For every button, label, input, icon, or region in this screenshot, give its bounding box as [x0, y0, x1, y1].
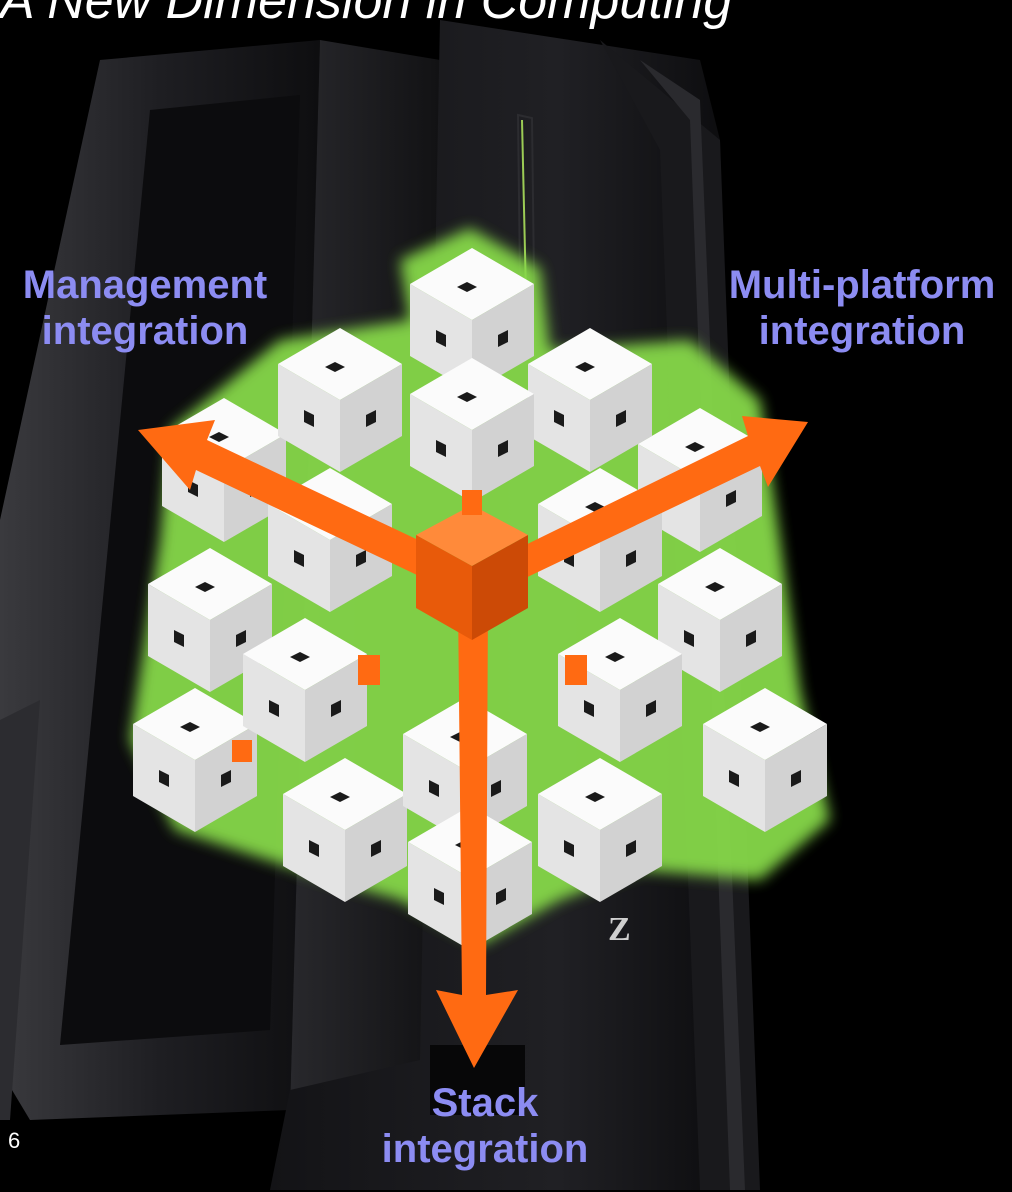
stack-label-line2: integration	[381, 1127, 589, 1171]
management-label-line2: integration	[41, 309, 249, 353]
multiplatform-integration-label: Multi-platform integration	[712, 262, 1012, 354]
page-number: 6	[8, 1128, 21, 1153]
stack-integration-label: Stack integration	[340, 1080, 630, 1172]
management-integration-label: Management integration	[10, 262, 280, 354]
multiplatform-label-line2: integration	[758, 309, 966, 353]
orange-axis-arrow-icon	[138, 416, 808, 1068]
svg-text:Z: Z	[608, 911, 631, 948]
stack-label-line1: Stack	[431, 1081, 539, 1125]
multiplatform-label-line1: Multi-platform	[728, 263, 996, 307]
management-label-line1: Management	[22, 263, 268, 307]
slide-title: A New Dimension in Computing	[0, 0, 733, 30]
